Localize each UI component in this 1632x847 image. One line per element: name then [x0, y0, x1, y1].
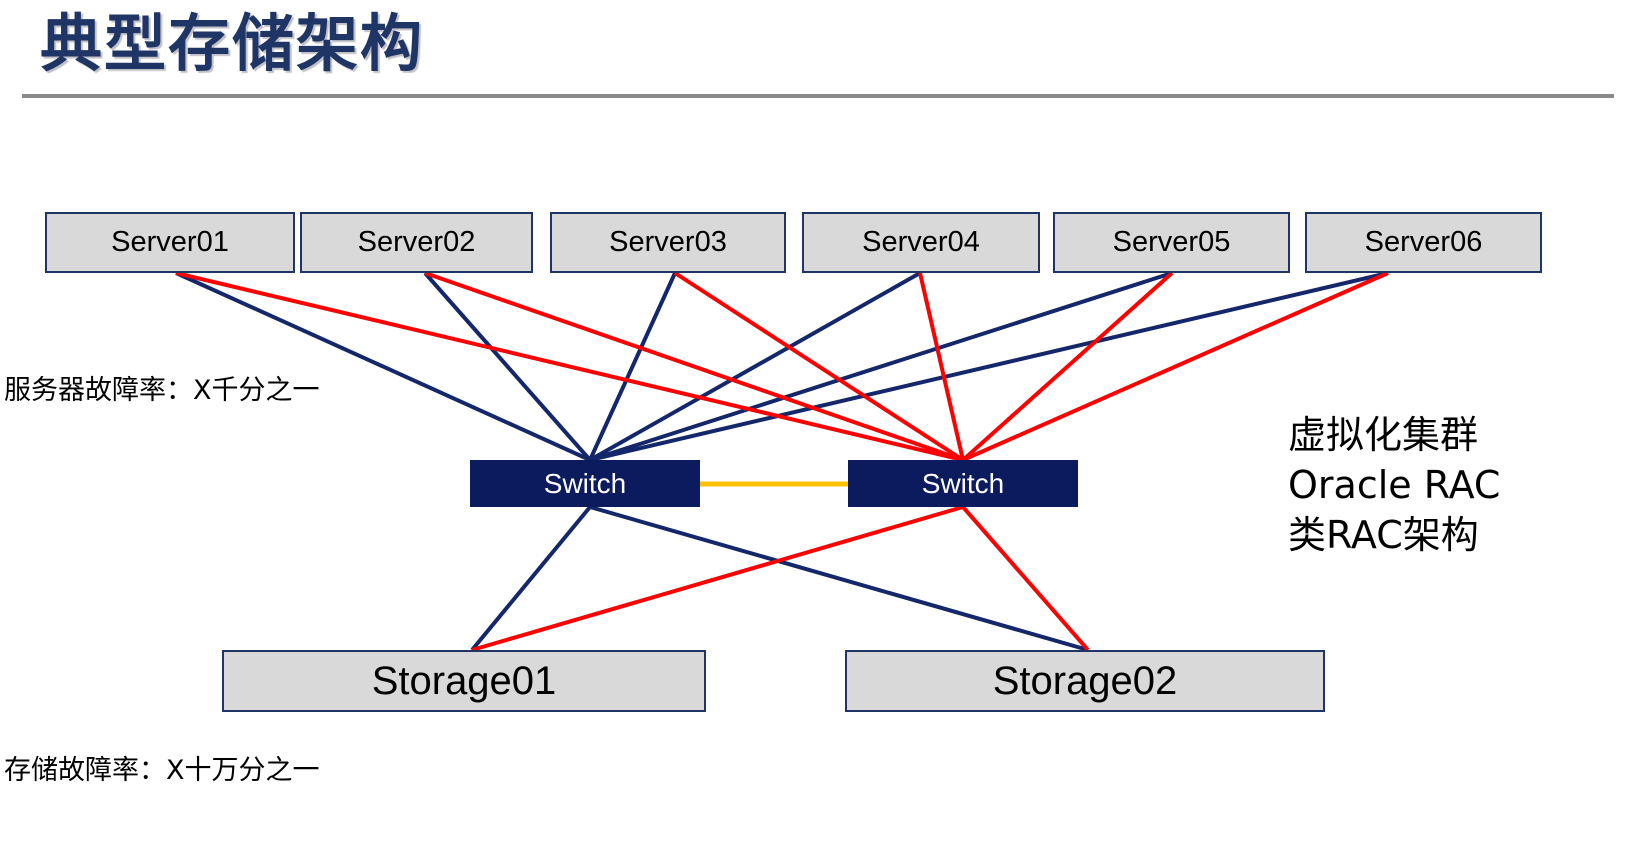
title-divider — [22, 94, 1614, 98]
node-switch-01[interactable]: Switch — [470, 460, 700, 507]
node-label: Server01 — [111, 226, 229, 258]
cluster-note: 虚拟化集群 Oracle RAC 类RAC架构 — [1288, 410, 1500, 560]
link-server-3-to-switch-01 — [588, 272, 677, 461]
server-failure-rate-label: 服务器故障率：X千分之一 — [4, 375, 320, 406]
node-label: Server04 — [862, 226, 980, 258]
link-switch-01-to-storage-01 — [470, 505, 592, 652]
link-server-1-to-switch-01 — [175, 271, 591, 462]
storage-failure-rate-label: 存储故障率：X十万分之一 — [4, 755, 320, 786]
cluster-note-line-2: Oracle RAC — [1288, 463, 1501, 507]
node-server-01[interactable]: Server01 — [45, 212, 295, 273]
node-server-06[interactable]: Server06 — [1305, 212, 1542, 273]
node-label: Server05 — [1112, 226, 1231, 258]
cluster-note-line-3: 类RAC架构 — [1288, 513, 1479, 557]
node-label: Storage01 — [371, 658, 557, 703]
link-server-4-to-switch-01 — [589, 271, 921, 462]
link-switch-02-to-storage-01 — [471, 505, 964, 652]
node-label: Server06 — [1364, 226, 1483, 258]
node-server-04[interactable]: Server04 — [802, 212, 1040, 273]
link-switch-02-to-storage-02 — [961, 505, 1090, 652]
node-server-02[interactable]: Server02 — [300, 212, 533, 273]
node-label: Switch — [921, 467, 1005, 499]
link-server-3-to-switch-02 — [673, 271, 965, 462]
node-storage-01[interactable]: Storage01 — [222, 650, 706, 712]
link-server-2-to-switch-02 — [424, 271, 964, 462]
node-label: Server03 — [609, 226, 727, 258]
node-server-03[interactable]: Server03 — [550, 212, 786, 273]
link-server-1-to-switch-02 — [175, 271, 964, 462]
cluster-note-line-1: 虚拟化集群 — [1288, 413, 1479, 457]
link-server-4-to-switch-02 — [918, 272, 965, 461]
link-server-5-to-switch-02 — [961, 271, 1174, 462]
node-storage-02[interactable]: Storage02 — [845, 650, 1325, 712]
link-server-6-to-switch-01 — [589, 271, 1389, 462]
node-label: Server02 — [357, 226, 476, 258]
page-title: 典型存储架构 — [40, 10, 425, 79]
node-label: Switch — [543, 467, 627, 499]
link-server-5-to-switch-01 — [589, 271, 1173, 462]
node-server-05[interactable]: Server05 — [1053, 212, 1290, 273]
link-switch-01-to-storage-02 — [589, 505, 1089, 652]
link-server-2-to-switch-01 — [423, 271, 592, 462]
node-label: Storage02 — [992, 658, 1178, 703]
node-switch-02[interactable]: Switch — [848, 460, 1078, 507]
